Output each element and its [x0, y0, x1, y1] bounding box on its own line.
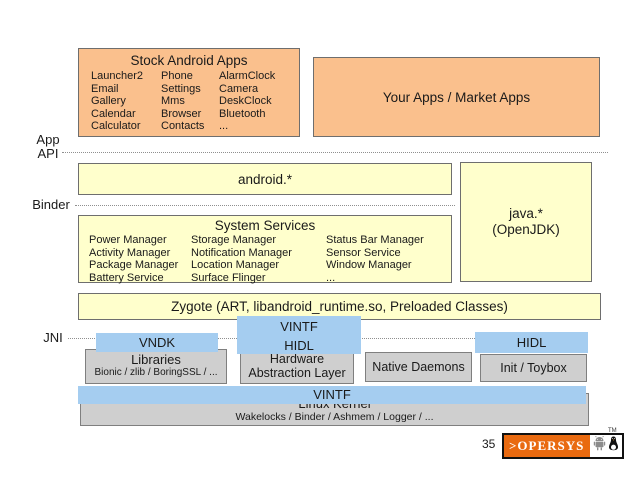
stock-app-item: ... — [219, 120, 229, 133]
app-api-label-line1: App — [36, 132, 60, 147]
linux-kernel-subtitle: Wakelocks / Binder / Ashmem / Logger / .… — [235, 411, 434, 423]
system-service-item: ... — [326, 271, 336, 284]
opersys-logo: >OPERSYS — [502, 433, 625, 459]
system-service-item: Sensor Service — [326, 246, 401, 259]
jni-label: JNI — [43, 330, 63, 345]
android-api-box: android.* — [78, 163, 452, 195]
opersys-logo-icons — [590, 435, 623, 457]
vndk-box: VNDK — [96, 333, 218, 352]
native-daemons-box: Native Daemons — [365, 352, 472, 382]
native-daemons-label: Native Daemons — [372, 360, 465, 374]
stock-app-item: Phone — [161, 70, 193, 82]
system-service-item: Package Manager — [89, 259, 179, 272]
stock-app-item: Settings — [161, 82, 201, 95]
stock-app-item: Mms — [161, 95, 185, 108]
stock-app-item: Browser — [161, 107, 202, 120]
android-robot-icon — [593, 435, 606, 456]
stock-android-apps-box: Stock Android Apps Launcher2 Phone Alarm… — [78, 48, 300, 137]
system-services-title: System Services — [214, 218, 316, 233]
java-openjdk-box: java.* (OpenJDK) — [460, 162, 592, 282]
libraries-box: Libraries Bionic / zlib / BoringSSL / ..… — [85, 349, 227, 384]
vndk-label: VNDK — [138, 334, 176, 350]
hidl-right-label: HIDL — [516, 334, 547, 350]
system-service-item: Power Manager — [89, 234, 167, 246]
libraries-title: Libraries — [131, 352, 181, 367]
vintf-bottom-bar: VINTF — [78, 386, 586, 404]
hal-label-line1: Hardware — [269, 352, 325, 366]
stock-app-item: Calendar — [91, 107, 136, 120]
stock-app-item: Launcher2 — [91, 70, 143, 82]
page-number: 35 — [482, 437, 496, 451]
stock-app-item: DeskClock — [219, 95, 272, 108]
libraries-subtitle: Bionic / zlib / BoringSSL / ... — [94, 367, 218, 378]
hal-box: Hardware Abstraction Layer — [240, 349, 354, 384]
stock-app-item: Email — [91, 82, 119, 95]
stock-apps-grid: Launcher2 Phone AlarmClock Email Setting… — [79, 70, 299, 133]
stock-app-item: Calculator — [91, 120, 141, 133]
opersys-logo-text: OPERSYS — [517, 438, 585, 453]
stock-android-apps-title: Stock Android Apps — [130, 53, 248, 68]
java-openjdk-label: java.* (OpenJDK) — [492, 206, 560, 238]
java-label-line2: (OpenJDK) — [492, 222, 560, 237]
system-services-grid: Power Manager Storage Manager Status Bar… — [79, 234, 451, 284]
hidl-right-box: HIDL — [475, 332, 588, 353]
app-api-label-line2: API — [37, 146, 59, 161]
system-service-item: Status Bar Manager — [326, 234, 424, 246]
system-service-item: Battery Service — [89, 271, 164, 284]
app-api-label: App API — [30, 133, 66, 161]
system-service-item: Window Manager — [326, 259, 412, 272]
system-service-item: Surface Flinger — [191, 271, 266, 284]
opersys-logo-wordmark: >OPERSYS — [504, 435, 591, 457]
vintf-bottom-label: VINTF — [313, 387, 351, 402]
system-service-item: Notification Manager — [191, 246, 292, 259]
hidl-middle-box: HIDL — [237, 338, 361, 354]
vintf-top-label: VINTF — [280, 319, 318, 334]
hal-label-line2: Abstraction Layer — [248, 366, 346, 380]
trademark-symbol: TM — [608, 428, 617, 434]
your-apps-box: Your Apps / Market Apps — [313, 57, 600, 137]
system-service-item: Location Manager — [191, 259, 280, 272]
app-api-divider-line — [62, 152, 608, 153]
stock-app-item: Bluetooth — [219, 107, 266, 120]
java-label-line1: java.* — [509, 206, 543, 221]
your-apps-label: Your Apps / Market Apps — [382, 89, 531, 105]
stock-app-item: AlarmClock — [219, 70, 276, 82]
android-api-label: android.* — [237, 171, 293, 187]
opersys-logo-prefix: > — [509, 438, 518, 453]
zygote-label: Zygote (ART, libandroid_runtime.so, Prel… — [171, 299, 508, 314]
init-toybox-box: Init / Toybox — [480, 354, 587, 382]
zygote-box: Zygote (ART, libandroid_runtime.so, Prel… — [78, 293, 601, 320]
init-toybox-label: Init / Toybox — [500, 361, 567, 375]
tux-linux-icon — [608, 436, 619, 456]
binder-divider-line — [75, 205, 455, 206]
hidl-middle-label: HIDL — [284, 338, 314, 353]
system-services-box: System Services Power Manager Storage Ma… — [78, 215, 452, 284]
system-service-item: Storage Manager — [191, 234, 276, 246]
stock-app-item: Camera — [219, 82, 259, 95]
vintf-top-box: VINTF — [237, 316, 361, 338]
stock-app-item: Gallery — [91, 95, 126, 108]
binder-label: Binder — [32, 197, 70, 212]
system-service-item: Activity Manager — [89, 246, 171, 259]
stock-app-item: Contacts — [161, 120, 205, 133]
